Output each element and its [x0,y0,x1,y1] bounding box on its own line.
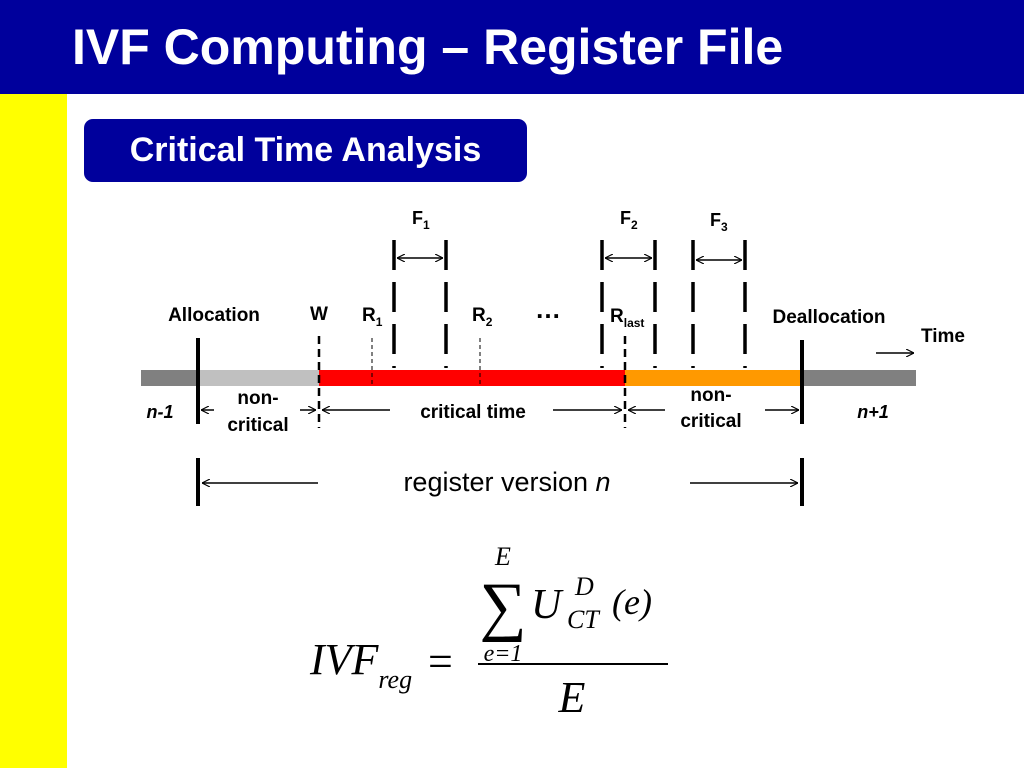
formula-lhs: IVFreg [309,635,412,694]
formula-u: U [531,582,564,628]
r2-label: R2 [472,305,493,329]
side-accent-bar [0,94,67,768]
f3-window [691,240,747,368]
f3-label: F3 [710,210,728,234]
ivf-formula: IVFreg = E ∑ e=1 U D CT (e) E [309,542,668,722]
slide-subtitle: Critical Time Analysis [129,131,482,169]
time-label: Time [921,326,965,347]
f2-label: F2 [620,208,638,232]
noncritical-right-line2: critical [680,411,741,432]
formula-u-sup: D [574,572,594,601]
formula-sum-upper: E [494,542,511,571]
noncritical-right-line1: non- [690,385,731,406]
n-minus-1-label: n-1 [147,402,174,422]
formula-u-sub: CT [567,605,600,634]
r1-label: R1 [362,305,383,329]
critical-time-label: critical time [420,402,526,423]
formula-sum-lower: e=1 [484,641,523,667]
timeline-left-gray [141,370,198,386]
formula-denominator: E [558,673,586,722]
noncritical-left-line1: non- [237,388,278,409]
timeline-noncritical-left [198,370,319,386]
rlast-label: Rlast [610,306,644,330]
w-label: W [310,304,328,325]
deallocation-label: Deallocation [773,307,886,328]
register-version-label: register version n [403,467,610,497]
allocation-label: Allocation [168,305,260,326]
formula-equals: = [428,637,453,686]
subtitle-box: Critical Time Analysis [84,119,527,182]
timeline-critical [319,370,625,386]
timeline-right-gray [802,370,916,386]
f2-window [600,240,657,368]
n-plus-1-label: n+1 [857,402,889,422]
ellipsis-label: … [535,294,561,324]
slide-title: IVF Computing – Register File [72,19,784,75]
formula-arg: (e) [612,582,652,622]
formula-sum-symbol: ∑ [479,570,526,643]
noncritical-left-line2: critical [227,415,288,436]
f1-label: F1 [412,208,430,232]
title-bar [0,0,1024,94]
f1-window [392,240,448,368]
timeline-noncritical-right [625,370,802,386]
